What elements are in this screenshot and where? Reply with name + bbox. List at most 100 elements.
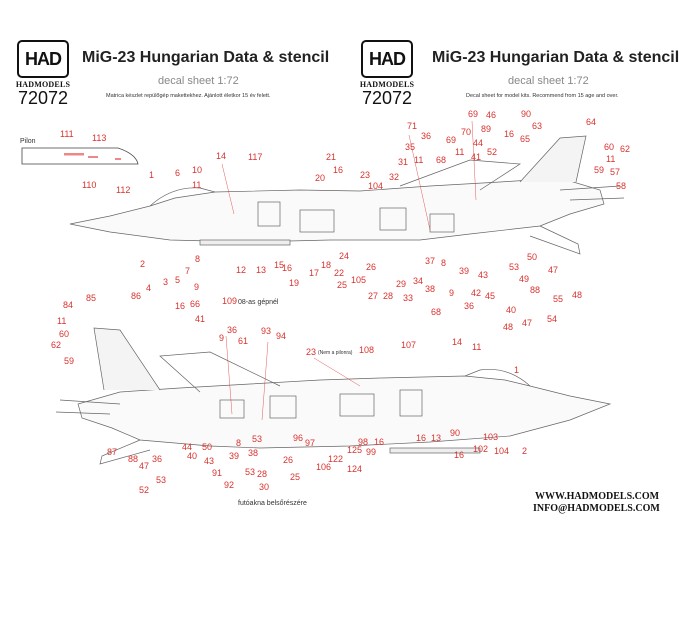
callout-number: 57 [610,167,620,177]
callout-number: 25 [290,472,300,482]
callout-number: 19 [289,278,299,288]
callout-number: 11 [455,147,464,157]
callout-number: 52 [139,485,149,495]
callout-number: 9 [449,288,454,298]
callout-number: 36 [421,131,431,141]
callout-number: 1 [149,170,154,180]
callout-number: 30 [259,482,269,492]
left-logo-badge: HAD [17,40,69,78]
lower-aircraft-profile [55,327,612,465]
callout-number: 99 [366,447,376,457]
callout-number: 46 [486,110,496,120]
callout-number: 32 [389,172,399,182]
callout-number: 112 [116,185,130,195]
callout-number: 111 [60,129,74,139]
callout-number: 89 [481,124,491,134]
callout-number: 17 [309,268,319,278]
callout-number: 16 [282,263,292,273]
website-text: WWW.HADMODELS.COM [535,491,660,502]
callout-number: 40 [506,305,516,315]
callout-number: 105 [351,275,366,285]
callout-number: 103 [483,432,498,442]
left-subtitle: decal sheet 1:72 [158,75,239,87]
callout-number: 14 [452,337,462,347]
callout-number: 60 [604,142,614,152]
callout-number: 38 [425,284,435,294]
callout-number: 96 [293,433,303,443]
callout-number: 49 [519,274,529,284]
callout-number: 41 [471,152,481,162]
callout-number: 64 [586,117,596,127]
left-logo-brand: HADMODELS [15,80,71,89]
callout-number: 27 [368,291,378,301]
callout-number: 16 [416,433,426,443]
right-title: MiG-23 Hungarian Data & stencil [432,49,680,66]
callout-number: 55 [553,294,563,304]
pilon-stencil-mark [64,153,84,156]
callout-number: 2 [522,446,527,456]
callout-number: 36 [152,454,162,464]
callout-number: 59 [64,356,74,366]
callout-number: 54 [547,314,557,324]
callout-number: 63 [532,121,542,131]
callout-number: 16 [333,165,343,175]
callout-number: 48 [503,322,513,332]
callout-number: 4 [146,283,151,293]
callout-number: 125 [347,445,362,455]
callout-number: 90 [521,109,531,119]
upper-aircraft-profile [69,135,625,255]
callout-number: 34 [413,276,423,286]
callout-number: 39 [229,451,239,461]
callout-number: 122 [328,454,343,464]
callout-number: 106 [316,462,331,472]
email-text: INFO@HADMODELS.COM [533,503,660,514]
callout-number: 26 [283,455,293,465]
callout-number: 36 [464,301,474,311]
callout-number: 43 [478,270,488,280]
gepnel-note: 08-as gépnél [238,299,279,306]
left-age-note: Matrica készlet repülőgép makettekhez. A… [106,93,271,99]
callout-number: 41 [195,314,205,324]
callout-number: 33 [403,293,413,303]
callout-number: 53 [252,434,262,444]
callout-number: 45 [485,291,495,301]
callout-number: 47 [522,318,532,328]
callout-number: 1 [514,365,519,375]
callout-number: 38 [248,448,258,458]
callout-number: 8 [441,258,446,268]
callout-number: 59 [594,165,604,175]
callout-number: 16 [175,301,185,311]
callout-number: 85 [86,293,96,303]
callout-number: 71 [407,121,417,131]
right-age-note: Decal sheet for model kits. Recommend fr… [466,93,619,99]
pilon-drawing: Pilon [20,138,139,165]
callout-number: 11 [57,316,66,326]
pilon-stencil-mark [115,158,121,160]
callout-number: 16 [374,437,384,447]
pilon-stencil-mark [88,156,98,158]
callout-number: 11 [606,154,615,164]
right-logo-badge: HAD [361,40,413,78]
callout-number: 24 [339,251,349,261]
nem-a-pilonra-note: (Nem a pilonra) [318,350,353,356]
callout-number: 35 [405,142,415,152]
callout-number: 11 [192,180,201,190]
callout-number: 50 [527,252,537,262]
callout-number: 102 [473,444,488,454]
callout-number: 42 [471,288,481,298]
callout-number: 28 [257,469,267,479]
callout-number: 11 [414,155,423,165]
callout-number: 9 [194,282,199,292]
callout-number: 21 [326,152,336,162]
callout-number: 26 [366,262,376,272]
callout-number: 62 [620,144,630,154]
callout-number: 62 [51,340,61,350]
callout-number: 58 [616,181,626,191]
callout-number: 68 [436,155,446,165]
callout-number: 20 [315,173,325,183]
callout-number: 31 [398,157,408,167]
callout-number: 52 [487,147,497,157]
callout-number: 16 [454,450,464,460]
callout-number: 37 [425,256,435,266]
